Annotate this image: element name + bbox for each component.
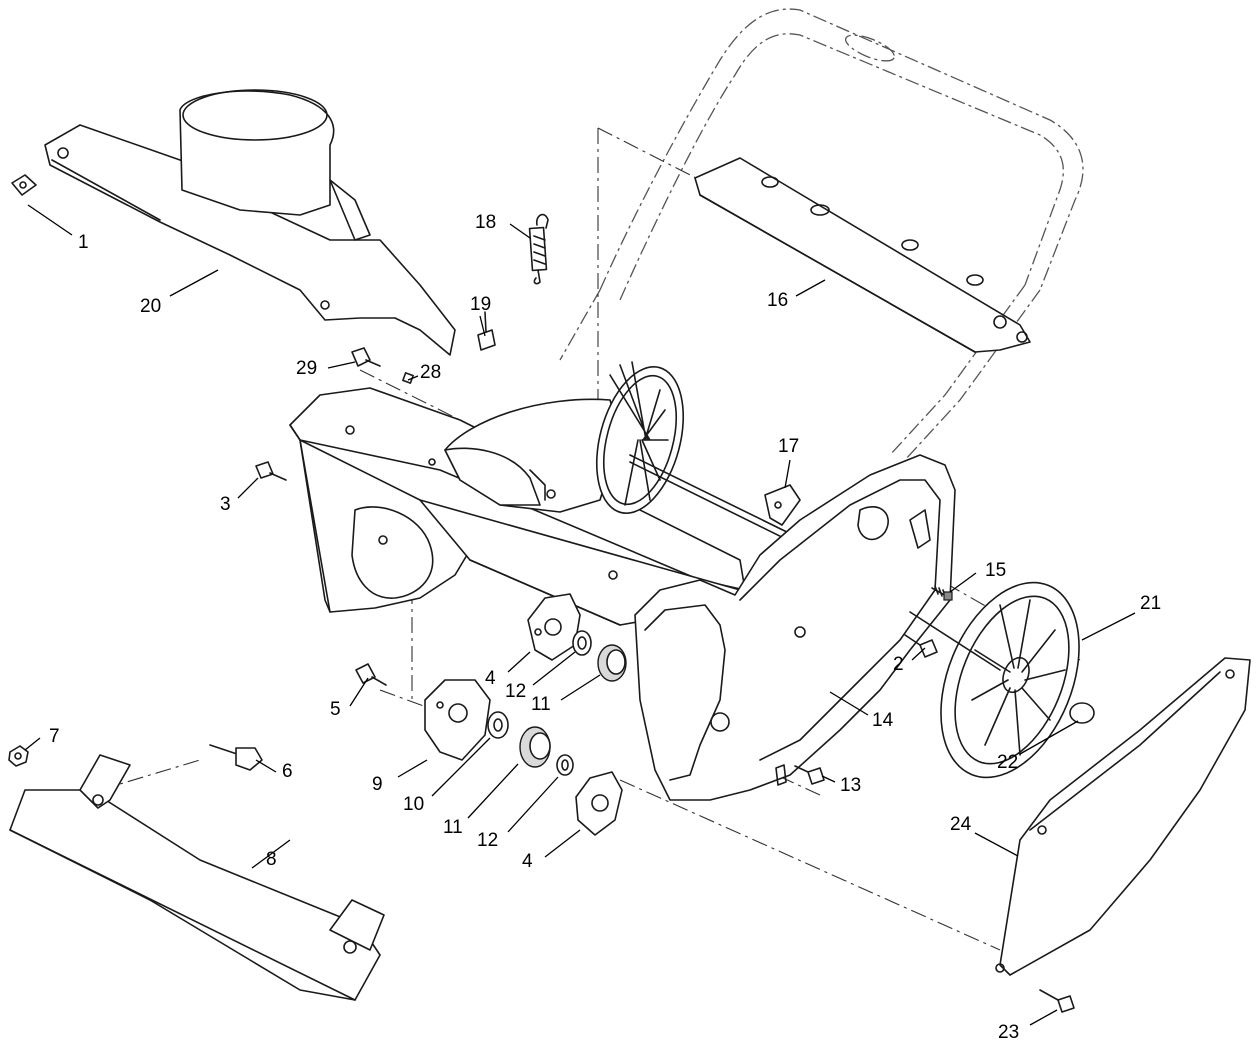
callout-1: 1: [78, 232, 89, 253]
centerline: [379, 689, 441, 713]
callout-9: 9: [372, 774, 383, 795]
centerline: [619, 779, 1001, 951]
centerline: [597, 127, 701, 181]
centerline: [99, 759, 201, 791]
nut: [8, 745, 29, 767]
bolt: [794, 765, 825, 785]
bearing: [519, 726, 551, 768]
bearing-flange: [575, 771, 623, 836]
callout-12: 12: [505, 681, 526, 702]
callout-3: 3: [220, 494, 231, 515]
belt-cover: [995, 657, 1251, 976]
bearing: [597, 644, 627, 682]
bolt: [477, 311, 496, 351]
impeller-housing: [444, 398, 621, 513]
callout-4: 4: [485, 668, 496, 689]
handle-crossbar: [694, 157, 1031, 353]
callout-17: 17: [778, 436, 799, 457]
spring: [528, 213, 549, 285]
callout-5: 5: [330, 699, 341, 720]
callout-6: 6: [282, 761, 293, 782]
callout-4: 4: [522, 851, 533, 872]
bolt: [255, 461, 287, 481]
bolt: [355, 663, 387, 686]
callout-15: 15: [985, 560, 1006, 581]
wheel: [909, 581, 1080, 779]
auger-cover: [44, 89, 456, 356]
callout-19: 19: [470, 294, 491, 315]
callout-12: 12: [477, 830, 498, 851]
callout-22: 22: [997, 752, 1018, 773]
callout-14: 14: [872, 710, 894, 731]
pin: [402, 372, 414, 384]
callout-8: 8: [266, 849, 277, 870]
callout-labels: 1 2 3 4 4 5 6 7 8 9 10 11 11 12 12 13 14…: [49, 212, 1161, 1043]
bearing-flange: [527, 593, 581, 661]
callout-21: 21: [1140, 593, 1161, 614]
bolt: [351, 347, 381, 367]
callout-7: 7: [49, 726, 60, 747]
callout-18: 18: [475, 212, 496, 233]
callout-2: 2: [893, 654, 904, 675]
callout-10: 10: [403, 794, 424, 815]
washer: [572, 630, 592, 656]
washer: [556, 754, 574, 776]
screw: [931, 585, 953, 601]
bearing-flange: [424, 679, 491, 761]
callout-24: 24: [950, 814, 972, 835]
callout-11: 11: [531, 694, 551, 715]
washer: [487, 711, 509, 739]
cable-bracket: [764, 484, 801, 526]
bolt: [904, 634, 938, 658]
clip: [11, 174, 37, 196]
callout-20: 20: [140, 296, 161, 317]
callout-28: 28: [420, 362, 441, 383]
leader-lines: [24, 204, 1136, 1026]
callout-23: 23: [998, 1022, 1019, 1043]
hub-cap: [1069, 702, 1095, 724]
carriage-bolt: [209, 744, 263, 771]
callout-16: 16: [767, 290, 788, 311]
wheel-rear: [595, 361, 685, 514]
callout-13: 13: [840, 775, 861, 796]
callout-11: 11: [443, 817, 463, 838]
scraper-bar: [9, 754, 385, 1001]
callout-29: 29: [296, 358, 317, 379]
bolt: [1039, 989, 1075, 1013]
